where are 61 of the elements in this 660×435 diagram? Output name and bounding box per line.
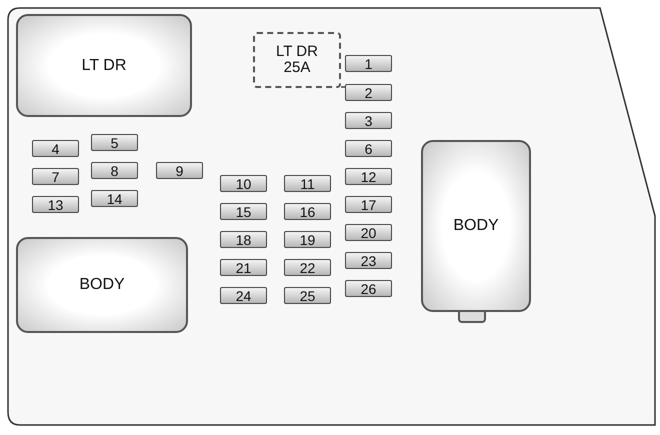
fuse-number: 14: [106, 190, 122, 206]
fuse-number: 2: [364, 84, 372, 100]
fuse: [345, 168, 392, 185]
fuse: [345, 280, 392, 297]
fuse: [220, 287, 267, 304]
fuse-number: 17: [360, 196, 376, 212]
fuse-number: 7: [52, 168, 60, 184]
fuse-number: 9: [176, 162, 184, 178]
fuse-number: 13: [48, 196, 64, 212]
fuse-number: 24: [236, 288, 252, 304]
fuse-number: 3: [364, 112, 372, 128]
relay-block: [16, 14, 192, 117]
fuse-number: 23: [360, 252, 376, 268]
fuse-panel: [7, 7, 657, 427]
fuse-number: 1: [364, 56, 372, 72]
fuse: [345, 140, 392, 157]
fuse-number: 26: [360, 280, 376, 296]
fuse: [156, 162, 203, 179]
fuse: [220, 259, 267, 276]
fuse-number: 15: [236, 204, 252, 220]
relay-label: LT DR 25A: [275, 44, 319, 76]
fuse-number: 22: [300, 260, 316, 276]
fuse: [220, 203, 267, 220]
fuse: [91, 134, 138, 151]
fuse: [220, 175, 267, 192]
fuse-number: 18: [236, 232, 252, 248]
fuse: [91, 162, 138, 179]
fuse: [345, 112, 392, 129]
optional-fuse-outline: [253, 32, 341, 88]
fuse: [32, 196, 79, 213]
fuse-number: 20: [360, 224, 376, 240]
fuse-number: 16: [300, 204, 316, 220]
relay-label: BODY: [453, 217, 499, 235]
fuse: [345, 224, 392, 241]
fuse-number: 19: [300, 232, 316, 248]
connector-line: [341, 86, 345, 88]
fuse: [345, 55, 392, 72]
fuse-number: 6: [364, 140, 372, 156]
fuse: [345, 84, 392, 101]
fuse: [284, 287, 331, 304]
fuse-number: 4: [52, 140, 60, 156]
fuse-number: 10: [236, 176, 252, 192]
fuse: [220, 231, 267, 248]
fuse-number: 11: [300, 176, 315, 192]
fuse: [91, 190, 138, 207]
fuse: [284, 259, 331, 276]
fuse: [284, 231, 331, 248]
fuse-number: 21: [236, 260, 252, 276]
fuse: [32, 168, 79, 185]
fuse-number: 5: [110, 134, 118, 150]
fuse-number: 8: [110, 162, 118, 178]
fuse: [284, 175, 331, 192]
relay-label: BODY: [79, 276, 125, 294]
fuse: [32, 140, 79, 157]
relay-label: LT DR: [82, 56, 126, 74]
fuse-number: 12: [360, 168, 376, 184]
fuse: [284, 203, 331, 220]
relay-block: [16, 237, 188, 333]
fuse: [345, 252, 392, 269]
fuse: [345, 196, 392, 213]
fuse-number: 25: [300, 288, 316, 304]
